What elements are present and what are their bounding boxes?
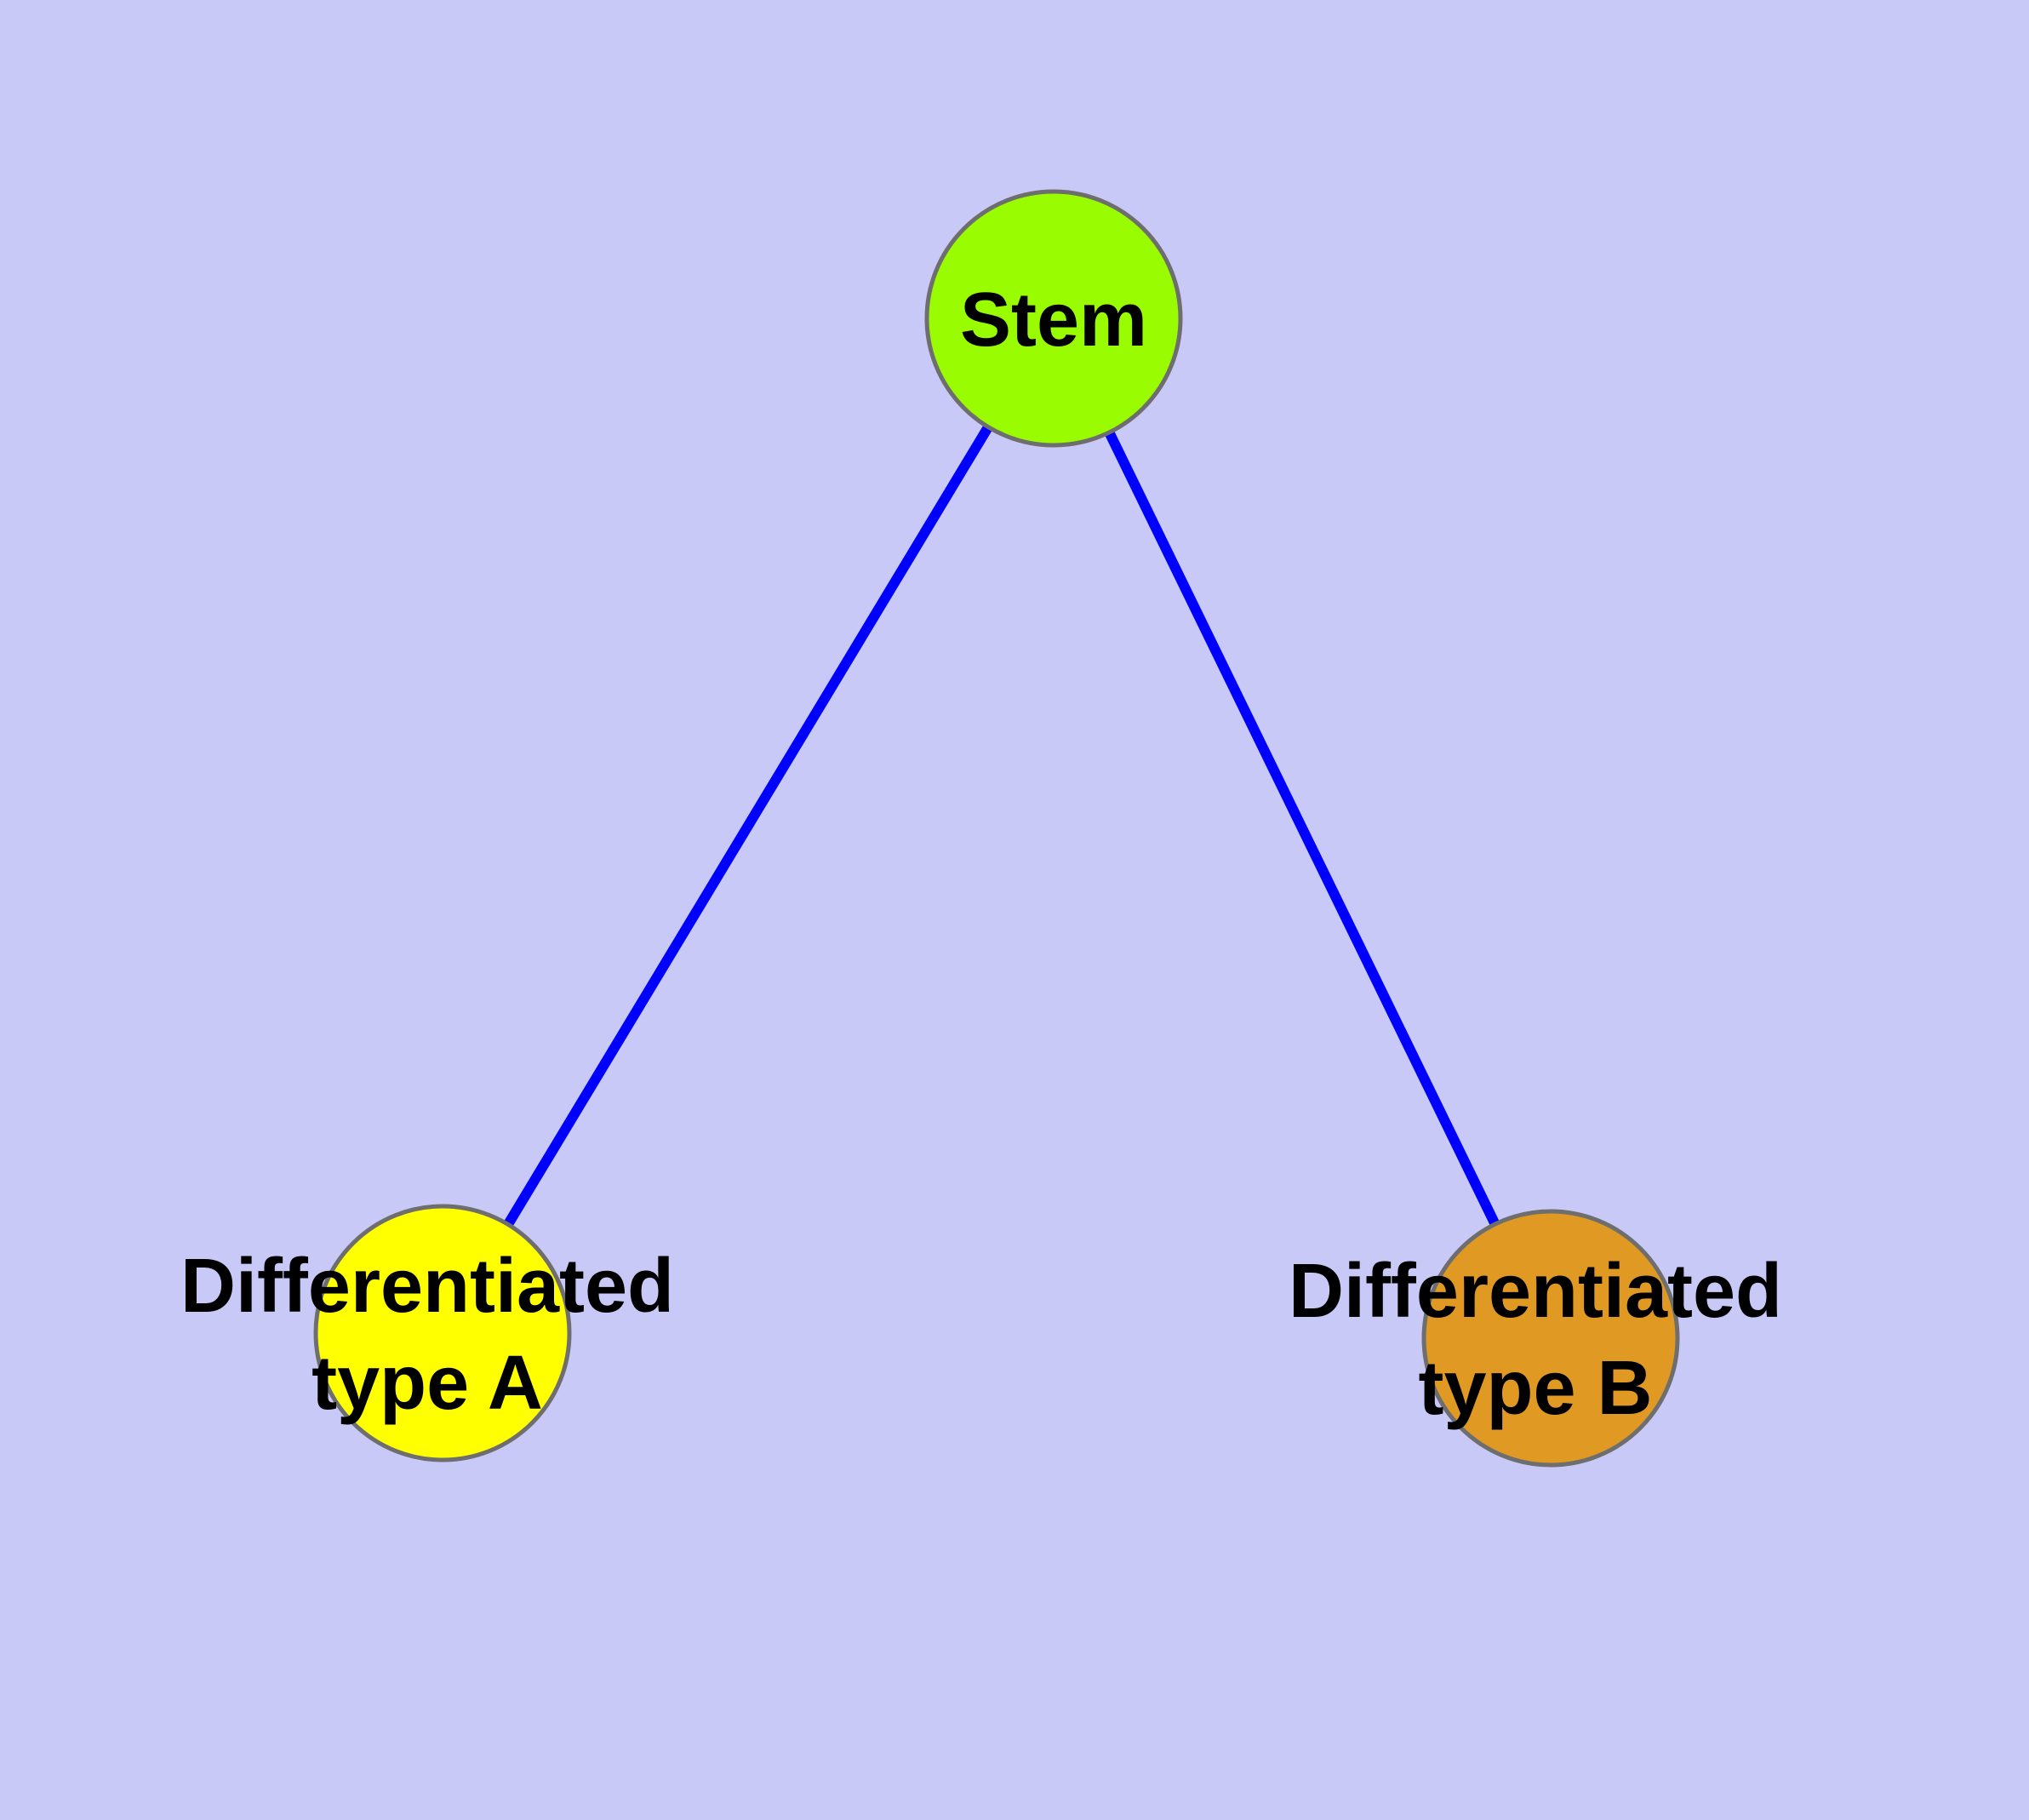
node-stem-circle	[924, 189, 1183, 448]
node-differentiated-type-a-label-line2: type A	[311, 1341, 543, 1426]
node-differentiated-type-b-circle	[1421, 1209, 1680, 1468]
node-differentiated-type-b-label-line1: Differentiated	[1289, 1249, 1782, 1334]
node-differentiated-type-a-circle	[313, 1204, 572, 1462]
edge-stem-to-type-b	[1049, 316, 1556, 1341]
edge-stem-to-type-a	[437, 315, 1059, 1336]
node-differentiated-type-a-label-line1: Differentiated	[180, 1244, 674, 1329]
node-stem: Stem	[924, 189, 1183, 448]
node-stem-label: Stem	[960, 278, 1147, 363]
node-differentiated-type-b: Differentiated type B	[1289, 1209, 1782, 1468]
node-differentiated-type-a: Differentiated type A	[180, 1204, 674, 1462]
node-differentiated-type-b-label-line2: type B	[1418, 1346, 1652, 1431]
